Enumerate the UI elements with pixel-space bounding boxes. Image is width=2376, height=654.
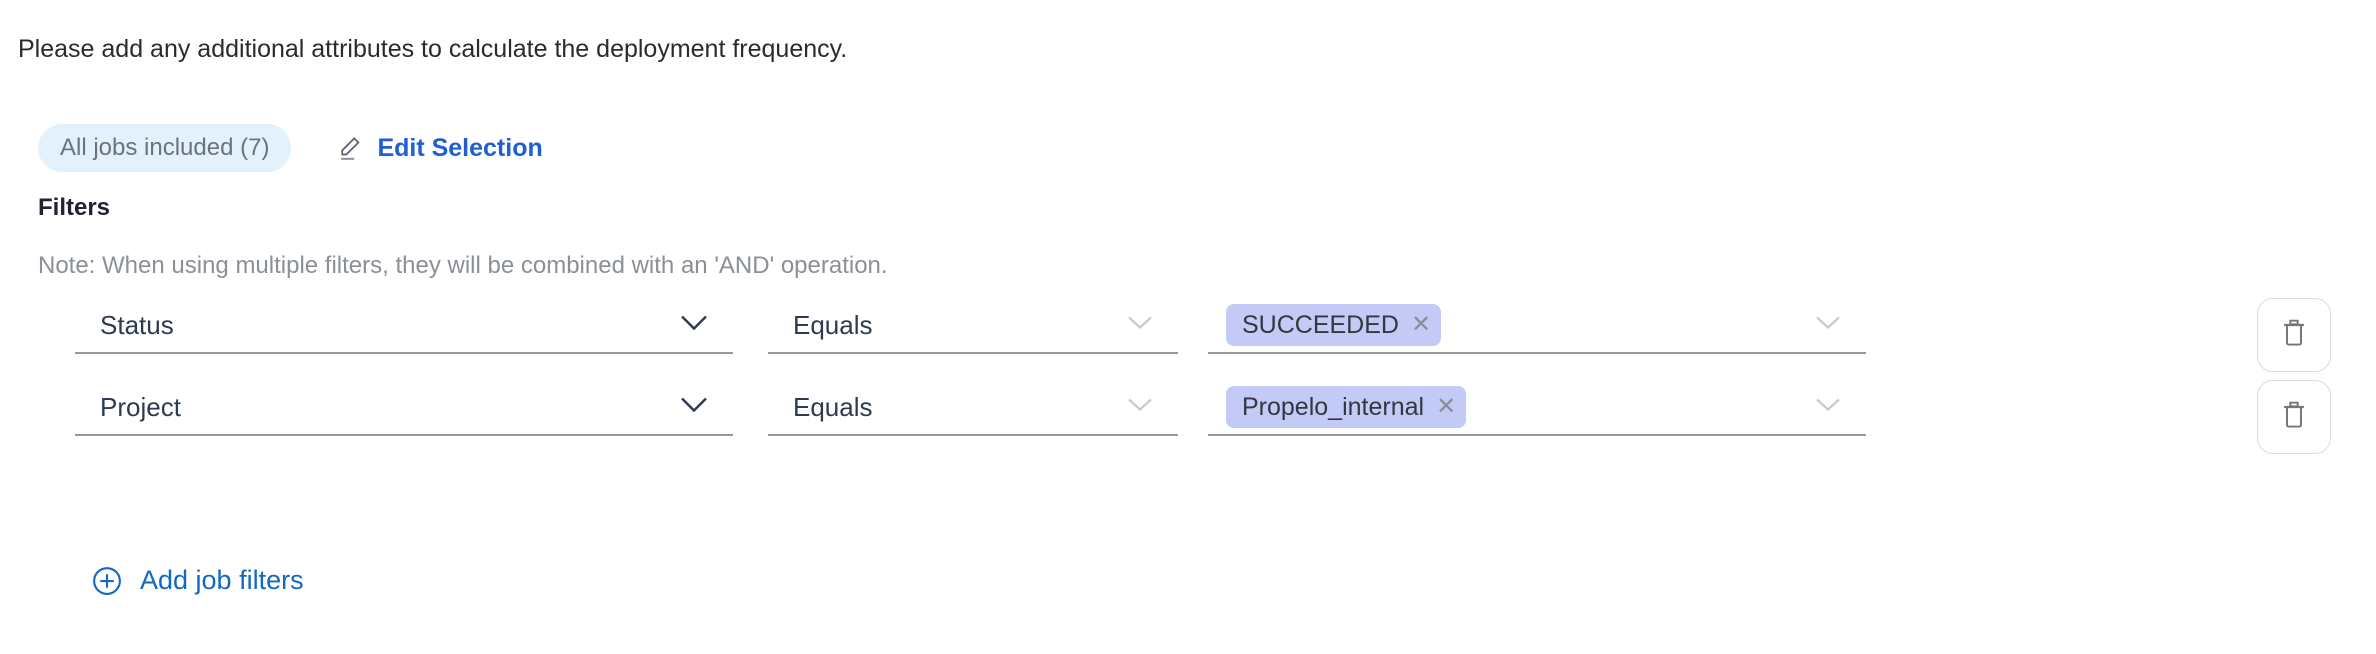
jobs-selection-row: All jobs included (7) Edit Selection [38, 124, 543, 172]
filter-value-select[interactable]: Propelo_internal ✕ [1208, 380, 1866, 436]
chevron-down-icon [679, 314, 709, 337]
filter-value-chip-label: Propelo_internal [1242, 392, 1425, 421]
filters-note: Note: When using multiple filters, they … [38, 252, 888, 279]
filter-attribute-select[interactable]: Status [75, 298, 733, 354]
trash-icon [2279, 399, 2309, 436]
pencil-icon [339, 135, 365, 161]
edit-selection-button[interactable]: Edit Selection [339, 133, 543, 163]
filter-operator-select[interactable]: Equals [768, 380, 1178, 436]
all-jobs-included-chip: All jobs included (7) [38, 124, 292, 172]
filter-value-chip[interactable]: SUCCEEDED ✕ [1226, 304, 1442, 346]
filter-operator-value: Equals [793, 391, 873, 422]
intro-text: Please add any additional attributes to … [18, 35, 848, 63]
close-icon[interactable]: ✕ [1436, 393, 1457, 420]
close-icon[interactable]: ✕ [1410, 311, 1432, 338]
filter-attribute-value: Status [100, 309, 174, 340]
filter-value-chip[interactable]: Propelo_internal ✕ [1226, 386, 1467, 428]
filter-attribute-select[interactable]: Project [75, 380, 733, 436]
filter-value-select[interactable]: SUCCEEDED ✕ [1208, 298, 1866, 354]
plus-circle-icon [92, 566, 122, 596]
add-job-filters-label: Add job filters [140, 565, 304, 595]
chevron-down-icon [1126, 315, 1154, 336]
chevron-down-icon [1126, 397, 1154, 418]
filters-title: Filters [38, 194, 111, 221]
filter-operator-value: Equals [793, 309, 873, 340]
delete-filter-button[interactable] [2257, 298, 2331, 372]
filter-value-chip-label: SUCCEEDED [1242, 310, 1399, 339]
delete-filter-button[interactable] [2257, 380, 2331, 454]
chevron-down-icon [1814, 315, 1842, 336]
chevron-down-icon [1814, 397, 1842, 418]
add-job-filters-button[interactable]: Add job filters [92, 565, 304, 596]
edit-selection-label: Edit Selection [377, 133, 543, 162]
filter-attribute-value: Project [100, 391, 181, 422]
trash-icon [2279, 317, 2309, 354]
filter-operator-select[interactable]: Equals [768, 298, 1178, 354]
chevron-down-icon [679, 396, 709, 419]
